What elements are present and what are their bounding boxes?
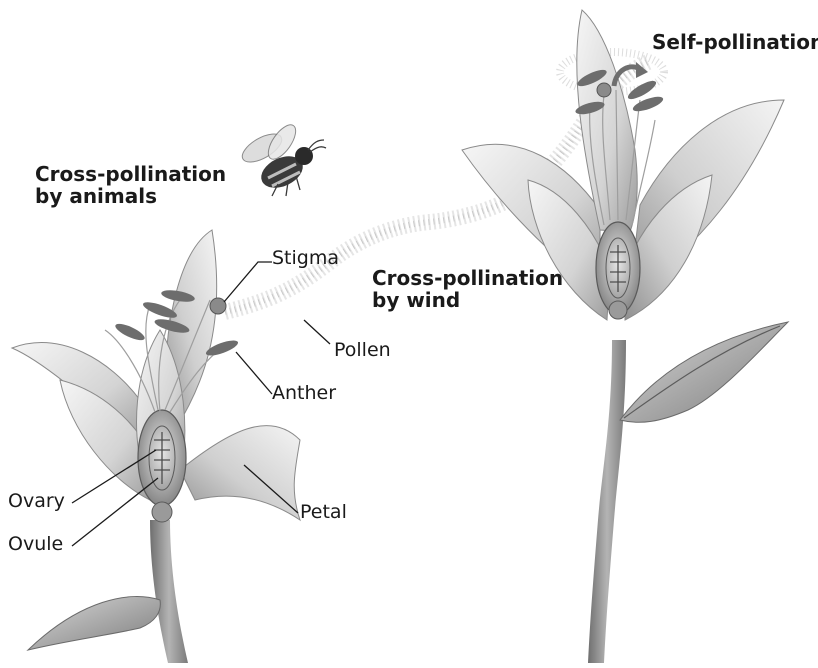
cross-pollination-wind-title: Cross-pollination by wind — [372, 267, 563, 312]
lily-flower-icon — [462, 10, 788, 663]
pollen-leader — [304, 320, 330, 344]
cross-animals-line2: by animals — [35, 185, 226, 207]
stigma-label: Stigma — [272, 248, 339, 269]
anther-label: Anther — [272, 383, 336, 404]
bee-icon — [238, 120, 326, 196]
petal-label: Petal — [300, 502, 347, 523]
cross-pollination-animals-title: Cross-pollination by animals — [35, 163, 226, 208]
stigma-leader — [224, 262, 272, 302]
pollen-label: Pollen — [334, 340, 391, 361]
cross-wind-line2: by wind — [372, 289, 563, 311]
self-pollination-title: Self-pollination — [652, 31, 818, 53]
anther-leader — [236, 352, 272, 394]
ovary-label: Ovary — [8, 491, 65, 512]
ovule-label: Ovule — [8, 534, 63, 555]
cross-animals-line1: Cross-pollination — [35, 163, 226, 185]
ovule-leader — [72, 478, 158, 546]
cross-wind-line1: Cross-pollination — [372, 267, 563, 289]
